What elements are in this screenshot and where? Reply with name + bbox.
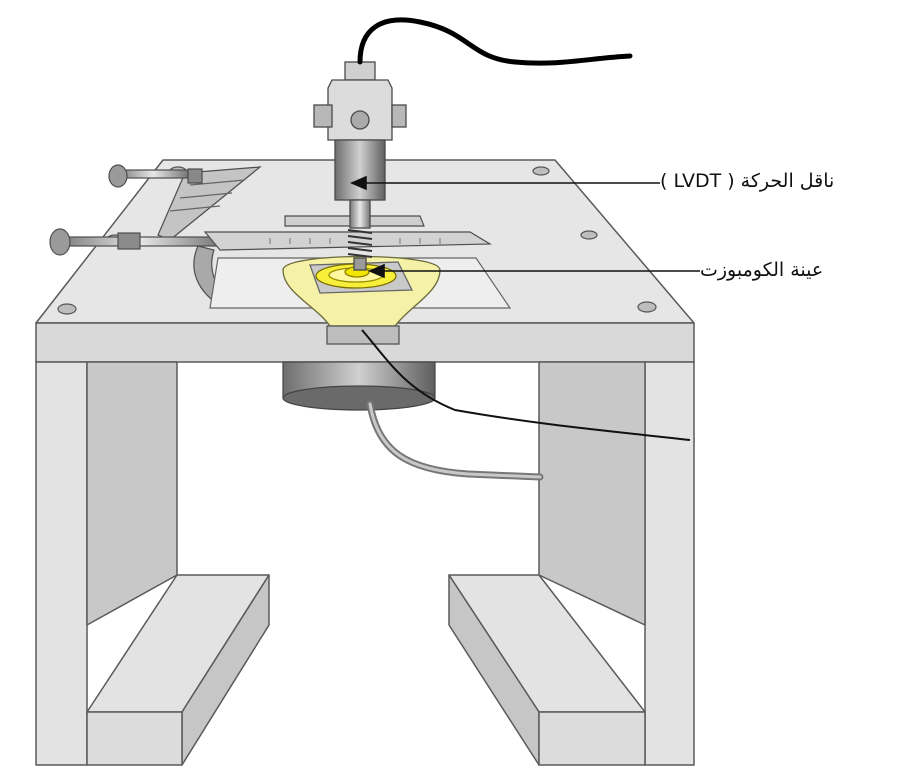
lvdt-clamp-hole	[350, 110, 370, 130]
sample-arrowhead	[367, 263, 385, 279]
left-foot-front	[86, 711, 183, 766]
lvdt-clamp-right	[391, 104, 407, 128]
lvdt-clamp-block	[327, 79, 393, 141]
lvdt-probe-tip	[353, 257, 367, 271]
lvdt-arrowhead	[349, 175, 367, 191]
right-leg	[644, 361, 695, 766]
leader-lines	[349, 175, 700, 279]
holder-base	[326, 325, 400, 345]
lvdt-clamp-left	[313, 104, 333, 128]
bottom-cylinder	[282, 361, 436, 411]
lvdt-shaft	[349, 199, 371, 229]
screw	[637, 301, 657, 313]
right-inner-wall	[538, 361, 646, 626]
upper-screw-rod	[117, 169, 189, 179]
screw	[580, 230, 598, 240]
left-inner-wall	[86, 361, 178, 626]
upper-knob	[108, 164, 128, 188]
lvdt-body	[334, 139, 386, 201]
left-leg	[35, 361, 88, 766]
lvdt-top-cap	[344, 61, 376, 81]
right-foot-front	[538, 711, 646, 766]
slide-plate	[203, 231, 493, 251]
sensor-cable	[361, 329, 691, 441]
lvdt-spring	[347, 229, 373, 258]
lvdt-transducer	[313, 61, 407, 271]
screw	[57, 303, 77, 315]
screw	[532, 166, 550, 176]
bottom-cable	[366, 400, 544, 481]
lvdt-label: ناقل الحركة ( LVDT )	[660, 170, 835, 192]
composite-sample-label: عينة الكومبوزت	[700, 259, 824, 281]
lower-knob	[49, 228, 71, 256]
lvdt-cable	[357, 17, 633, 66]
